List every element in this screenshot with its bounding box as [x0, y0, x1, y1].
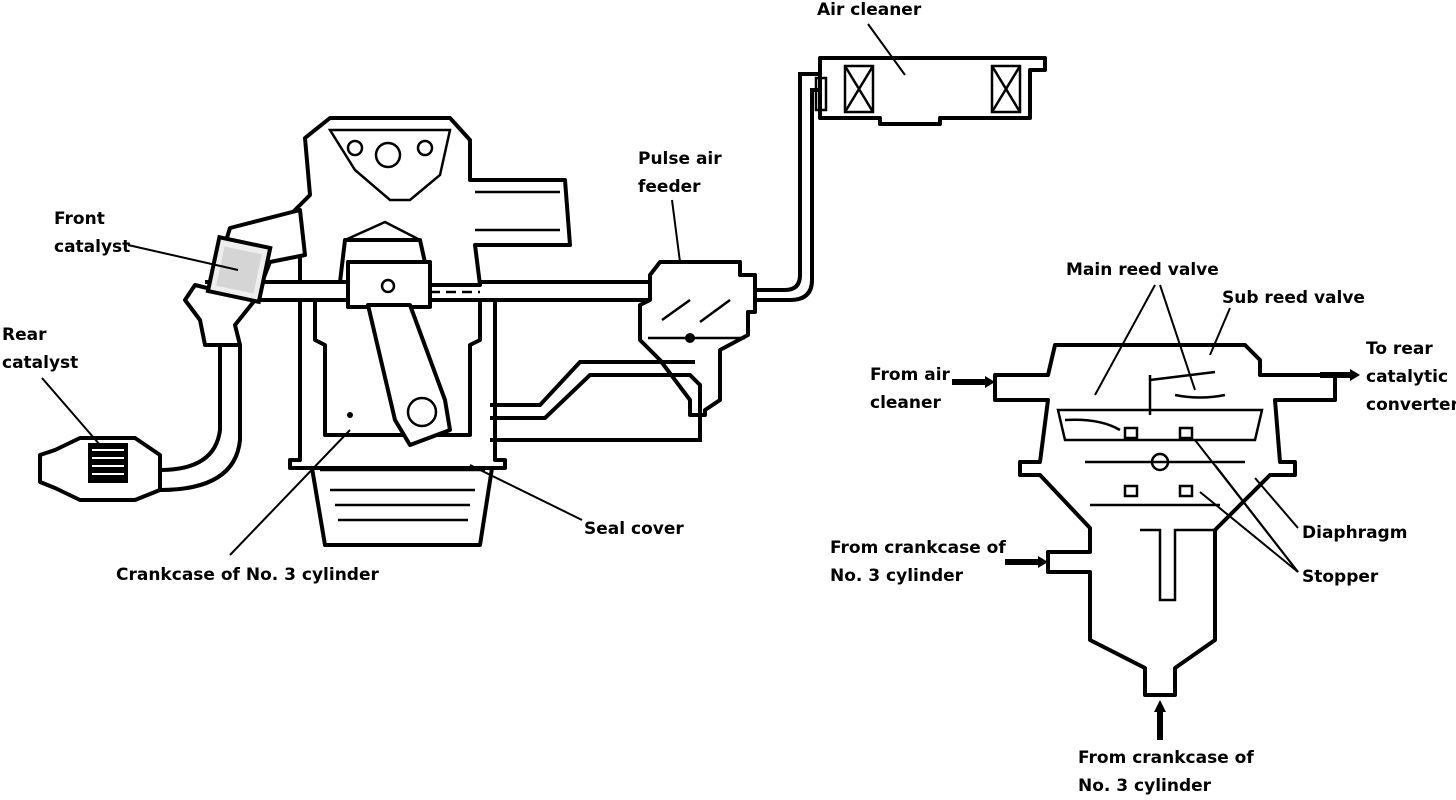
label-stopper: Stopper	[1302, 567, 1379, 587]
label-air-cleaner: Air cleaner	[817, 0, 922, 20]
label-rear-catalyst-2: catalyst	[2, 353, 78, 373]
label-front-catalyst-1: Front	[54, 209, 105, 229]
label-from-crankcase-bottom-2: No. 3 cylinder	[1078, 776, 1212, 796]
cylinder-head	[263, 116, 572, 287]
exhaust-manifold	[183, 208, 307, 347]
label-pulse-air-feeder-1: Pulse air	[638, 149, 722, 169]
rear-catalyst	[38, 436, 162, 502]
exhaust-downpipe	[159, 345, 242, 492]
pulse-air-feeder-small	[638, 260, 757, 417]
label-seal-cover: Seal cover	[584, 519, 684, 539]
crankcase-vent-pipe	[490, 360, 702, 442]
oil-pan	[310, 466, 494, 547]
label-pulse-air-feeder-2: feeder	[638, 177, 701, 197]
label-to-rear-3: converter	[1366, 395, 1456, 415]
label-from-crankcase-left-1: From crankcase of	[830, 538, 1006, 558]
engine-assembly	[38, 23, 1047, 556]
label-diaphragm: Diaphragm	[1302, 523, 1407, 543]
label-sub-reed-valve: Sub reed valve	[1222, 288, 1365, 308]
label-from-crankcase-bottom-1: From crankcase of	[1078, 748, 1254, 768]
air-cleaner-pipe	[755, 72, 820, 302]
pulse-air-feeder-detail	[952, 284, 1360, 740]
air-cleaner	[814, 56, 1047, 126]
label-front-catalyst-2: catalyst	[54, 237, 130, 257]
engine-block	[288, 260, 507, 470]
label-main-reed-valve: Main reed valve	[1066, 260, 1219, 280]
label-to-rear-2: catalytic	[1366, 367, 1448, 387]
label-from-air-cleaner-1: From air	[870, 365, 951, 385]
label-rear-catalyst-1: Rear	[2, 325, 47, 345]
label-from-crankcase-left-2: No. 3 cylinder	[830, 566, 964, 586]
label-crankcase-no3: Crankcase of No. 3 cylinder	[116, 565, 379, 585]
label-to-rear-1: To rear	[1366, 339, 1433, 359]
label-from-air-cleaner-2: cleaner	[870, 393, 942, 413]
